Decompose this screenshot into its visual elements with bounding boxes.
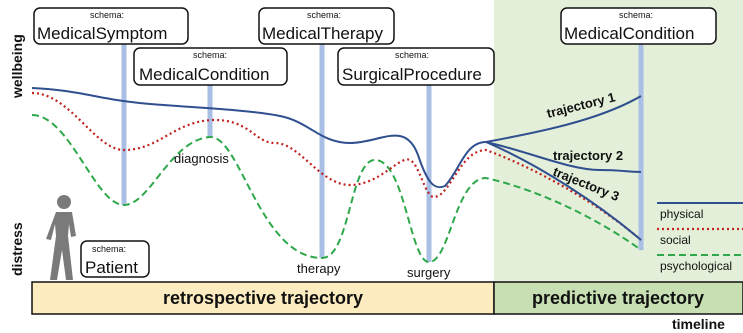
label-therapy: therapy [297, 261, 341, 276]
trajectory-1-curve [485, 95, 642, 143]
schema-box-condition-future: schema: MedicalCondition [560, 7, 717, 45]
schema-box-condition: schema: MedicalCondition [133, 47, 288, 86]
schema-box-therapy: schema: MedicalTherapy [258, 7, 395, 45]
schema-condition-label: MedicalCondition [139, 65, 269, 84]
retrospective-bar [31, 281, 495, 315]
svg-text:schema:: schema: [619, 10, 653, 20]
schema-surgery-label: SurgicalProcedure [342, 65, 482, 84]
trajectory-3-curve [485, 141, 642, 241]
social-curve [31, 91, 642, 241]
physical-curve [31, 87, 487, 189]
schema-symptom-label: MedicalSymptom [37, 24, 167, 43]
schema-box-surgery: schema: SurgicalProcedure [337, 47, 495, 86]
schema-box-patient: schema: Patient [80, 240, 150, 278]
legend-psychological: psychological [660, 259, 732, 273]
schema-patient-label: Patient [85, 258, 138, 277]
label-diagnosis: diagnosis [174, 151, 229, 166]
predictive-bar [493, 281, 743, 315]
schema-therapy-label: MedicalTherapy [262, 24, 383, 43]
legend-social: social [660, 233, 691, 247]
schema-box-symptom: schema: MedicalSymptom [33, 7, 189, 45]
svg-text:schema:: schema: [92, 244, 126, 254]
axis-timeline: timeline [672, 316, 725, 332]
label-trajectory-2: trajectory 2 [553, 148, 623, 163]
svg-text:schema:: schema: [395, 50, 429, 60]
legend: physical social psychological [657, 202, 743, 273]
svg-text:schema:: schema: [193, 50, 227, 60]
svg-text:schema:: schema: [307, 10, 341, 20]
legend-physical: physical [660, 207, 703, 221]
trajectory-2-curve [485, 141, 642, 173]
predictive-label: predictive trajectory [532, 288, 704, 308]
retrospective-label: retrospective trajectory [163, 288, 363, 308]
event-markers [121, 40, 644, 262]
svg-text:schema:: schema: [90, 10, 124, 20]
person-icon [46, 195, 76, 280]
axis-distress: distress [9, 222, 25, 276]
label-surgery: surgery [407, 265, 451, 280]
psychological-curve [31, 114, 642, 264]
axis-wellbeing: wellbeing [9, 34, 25, 99]
schema-condition-future-label: MedicalCondition [564, 24, 694, 43]
